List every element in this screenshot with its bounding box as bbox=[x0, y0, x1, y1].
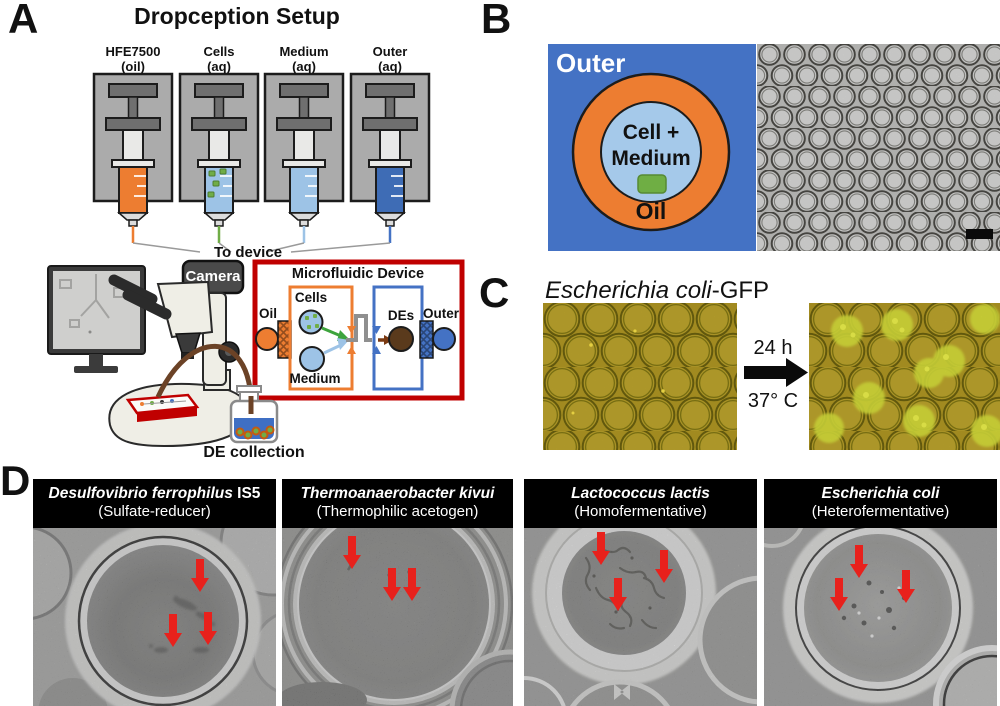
medium-inlet-icon bbox=[299, 346, 325, 372]
pump-label-medium: Medium (aq) bbox=[259, 44, 349, 75]
panel-d-image-1 bbox=[33, 528, 276, 706]
monitor bbox=[47, 265, 146, 373]
d-species: Thermoanaerobacter kivui bbox=[300, 485, 495, 502]
pump-label-cells: Cells (aq) bbox=[174, 44, 264, 75]
d-header-3: Lactococcus lactis (Homofermentative) bbox=[524, 479, 757, 528]
b-core-line1: Cell + bbox=[622, 121, 680, 144]
d-type: (Heterofermentative) bbox=[811, 503, 950, 521]
chip-icon bbox=[125, 393, 200, 422]
panel-a-label: A bbox=[8, 0, 39, 42]
panel-c-image-0h bbox=[543, 303, 737, 450]
device-oil-label: Oil bbox=[258, 306, 277, 321]
oil-inlet-icon bbox=[255, 327, 279, 351]
oil-filter-icon bbox=[277, 320, 292, 359]
panel-d-label: D bbox=[0, 457, 31, 504]
cell-icon bbox=[637, 174, 667, 194]
d-species: Escherichia coli bbox=[821, 485, 940, 502]
b-oil-label: Oil bbox=[635, 198, 667, 224]
panel-a-title: Dropception Setup bbox=[134, 3, 340, 29]
c-title-tag: -GFP bbox=[711, 277, 770, 304]
microfluidic-device-schematic bbox=[252, 259, 465, 401]
pump-name: Outer bbox=[372, 44, 408, 59]
d-header-2: Thermoanaerobacter kivui (Thermophilic a… bbox=[282, 479, 513, 528]
junction1-arrows bbox=[347, 326, 356, 354]
pump-name: Medium bbox=[279, 44, 329, 59]
pump-phase: (aq) bbox=[207, 58, 231, 74]
panel-d-image-4 bbox=[764, 528, 997, 706]
b-core-line2: Medium bbox=[611, 147, 691, 171]
device-des-label: DEs bbox=[387, 308, 415, 323]
c-title-species: Escherichia coli bbox=[545, 277, 712, 304]
d-species: Lactococcus lactis bbox=[571, 485, 710, 502]
outer-inlet-icon bbox=[432, 327, 456, 351]
device-cells-label: Cells bbox=[294, 290, 328, 305]
d-type: (Homofermentative) bbox=[574, 503, 707, 521]
device-title: Microfluidic Device bbox=[291, 266, 425, 282]
pump-label-outer: Outer (aq) bbox=[345, 44, 435, 75]
channel bbox=[346, 314, 372, 342]
d-header-4: Escherichia coli (Heterofermentative) bbox=[764, 479, 997, 528]
d-strain: IS5 bbox=[232, 485, 261, 502]
device-outer-label: Outer bbox=[422, 306, 459, 321]
monitor-channel-sketch bbox=[59, 274, 127, 328]
panel-d-image-3 bbox=[524, 528, 757, 706]
to-device-label: To device bbox=[213, 244, 283, 261]
cells-inlet-icon bbox=[298, 309, 324, 335]
pump-phase: (aq) bbox=[378, 58, 402, 74]
pump-label-oil: HFE7500 (oil) bbox=[88, 44, 178, 75]
b-core-label: Cell + Medium bbox=[601, 120, 701, 173]
panel-b-micrograph bbox=[757, 44, 1000, 251]
d-type: (Thermophilic acetogen) bbox=[316, 503, 479, 521]
scale-bar bbox=[966, 229, 993, 239]
pump-phase: (aq) bbox=[292, 58, 316, 74]
d-type: (Sulfate-reducer) bbox=[98, 503, 211, 521]
camera-label: Camera bbox=[185, 268, 241, 285]
device-medium-label: Medium bbox=[289, 371, 341, 386]
d-header-1: Desulfovibrio ferrophilus IS5 (Sulfate-r… bbox=[33, 479, 276, 528]
panel-b-label: B bbox=[481, 0, 512, 42]
panel-c-label: C bbox=[479, 269, 510, 316]
de-collection-label: DE collection bbox=[203, 444, 305, 461]
panel-d-image-2 bbox=[282, 528, 513, 706]
panel-c-title: Escherichia coli-GFP bbox=[545, 277, 769, 305]
collection-vial-icon bbox=[229, 385, 279, 444]
c-temp-label: 37° C bbox=[747, 390, 799, 412]
panel-b-schematic bbox=[548, 44, 756, 251]
core-icon bbox=[600, 101, 702, 203]
pump-name: HFE7500 bbox=[105, 44, 161, 59]
de-droplet-icon bbox=[388, 326, 414, 352]
outer-filter-icon bbox=[419, 320, 434, 359]
c-time-label: 24 h bbox=[753, 337, 793, 359]
pump-phase: (oil) bbox=[121, 58, 145, 74]
syringe-pumps bbox=[92, 72, 431, 253]
pump-name: Cells bbox=[203, 44, 235, 59]
b-outer-label: Outer bbox=[556, 48, 626, 78]
microscope-icon bbox=[108, 274, 254, 448]
panel-c-image-24h bbox=[809, 303, 1000, 450]
d-species: Desulfovibrio ferrophilus bbox=[48, 485, 233, 502]
c-arrow-icon bbox=[744, 358, 808, 387]
